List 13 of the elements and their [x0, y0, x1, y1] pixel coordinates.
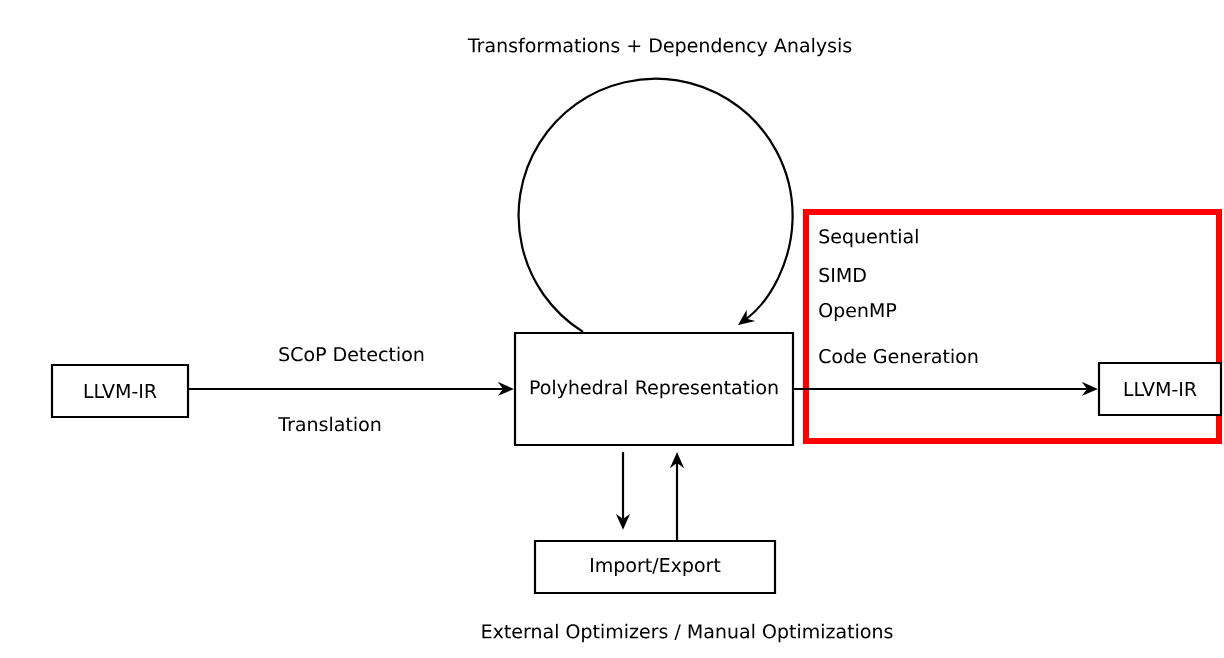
process-box: LLVM-IR [50, 363, 190, 419]
process-box: Polyhedral Representation [513, 331, 795, 447]
step-label: Translation [278, 416, 381, 432]
mode-label: SIMD [819, 267, 866, 283]
note: External Optimizers / Manual Optimizations [482, 623, 893, 643]
edge-label: Code Generation [819, 348, 978, 364]
arrow [517, 77, 794, 333]
mode-label: OpenMP [819, 302, 897, 321]
edge-label: SCoP Detection [279, 346, 424, 362]
process-box: Import/Export [533, 539, 777, 595]
mode-label: Sequential [819, 228, 918, 248]
edge-label: Transformations + Dependency Analysis [467, 37, 852, 57]
process-box: LLVM-IR [1097, 361, 1223, 417]
